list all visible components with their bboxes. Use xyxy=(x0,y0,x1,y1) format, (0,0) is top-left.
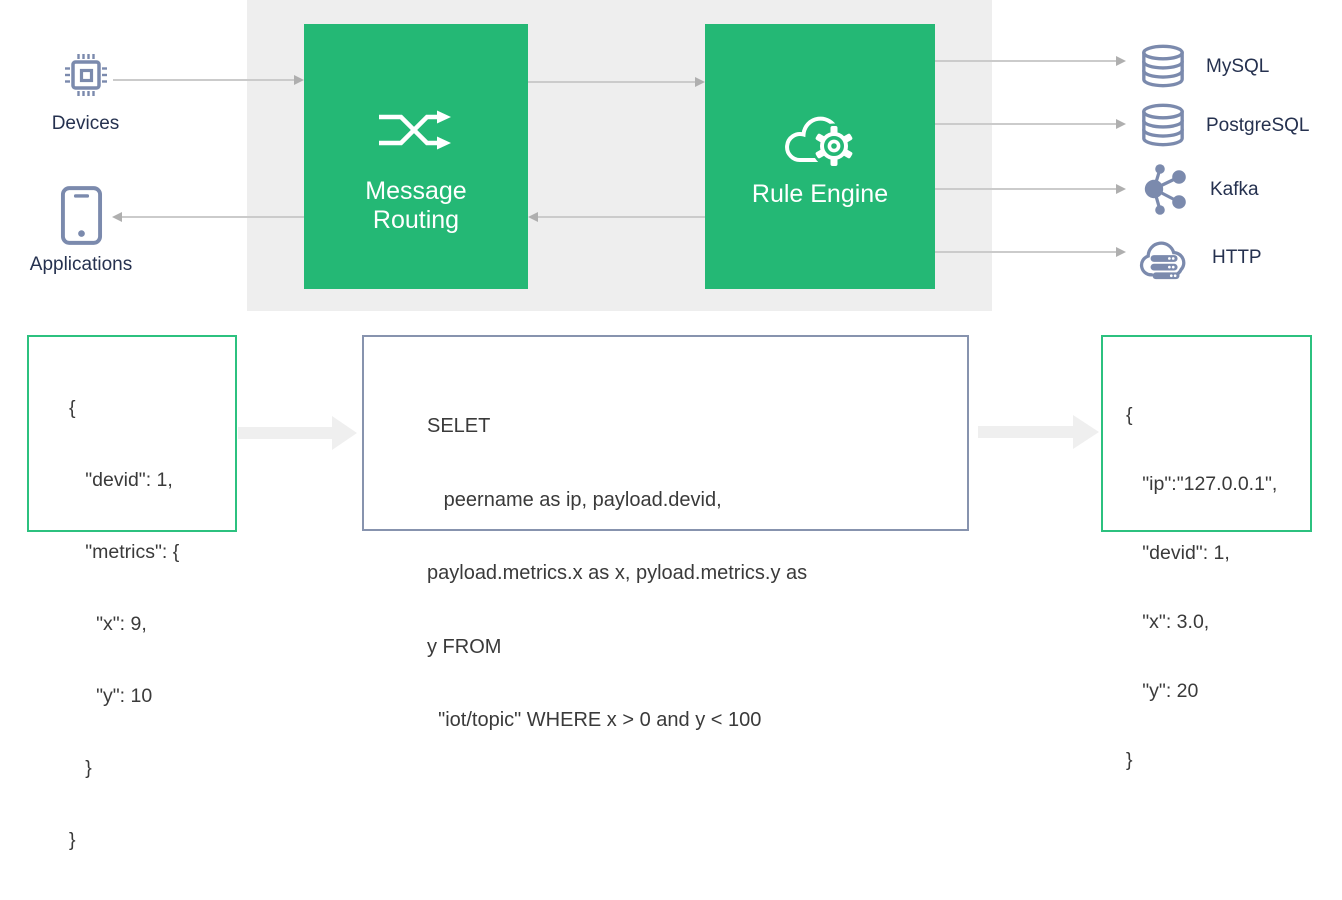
code-line: "x": 3.0, xyxy=(1126,611,1210,633)
code-line: } xyxy=(1126,749,1133,771)
http-label: HTTP xyxy=(1212,246,1262,268)
message-routing-label-line1: Message xyxy=(365,177,467,205)
diagram-canvas: { "palette": { "pipeline_green": "#24B87… xyxy=(20,0,1312,851)
code-line: "y": 10 xyxy=(69,685,153,707)
sink-postgresql: PostgreSQL xyxy=(1137,102,1310,148)
http-cloud-icon xyxy=(1139,241,1186,280)
node-applications: Applications xyxy=(20,185,142,275)
devices-label: Devices xyxy=(51,113,120,134)
arrowhead-right-icon xyxy=(1116,184,1126,194)
code-line: { xyxy=(69,397,76,419)
message-routing-label-line2: Routing xyxy=(372,206,460,234)
postgresql-label: PostgreSQL xyxy=(1206,114,1310,136)
code-line: "x": 9, xyxy=(69,613,147,635)
rule-sql-code: SELET peername as ip, payload.devid, pay… xyxy=(364,337,967,782)
chip-icon xyxy=(64,54,107,96)
code-line: "metrics": { xyxy=(69,541,180,563)
code-line: payload.metrics.x as x, pyload.metrics.y… xyxy=(427,562,808,584)
output-message-box: { "ip":"127.0.0.1", "devid": 1, "x": 3.0… xyxy=(1101,335,1312,771)
thick-arrow-sql-to-output xyxy=(978,415,1099,449)
kafka-icon xyxy=(1144,164,1186,215)
arrow-devices-to-routing xyxy=(113,75,304,85)
rule-sql-box: SELET peername as ip, payload.devid, pay… xyxy=(362,335,969,731)
code-line: } xyxy=(69,829,76,851)
sink-http: HTTP xyxy=(1137,231,1262,283)
arrow-routing-to-rule-engine xyxy=(528,77,705,87)
code-line: } xyxy=(69,757,92,779)
sink-kafka: Kafka xyxy=(1139,160,1259,218)
message-routing-label: Message Routing xyxy=(304,177,528,235)
arrow-rule-engine-to-routing xyxy=(528,212,705,222)
code-line: "devid": 1, xyxy=(1126,542,1230,564)
arrow-rule-engine-to-postgresql xyxy=(935,119,1126,129)
arrowhead-left-icon xyxy=(112,212,122,222)
rule-engine-box: Rule Engine xyxy=(705,24,935,289)
database-icon xyxy=(1142,103,1184,147)
node-devices: Devices xyxy=(28,47,143,134)
code-line: "y": 20 xyxy=(1126,680,1199,702)
code-line: { xyxy=(1126,404,1133,426)
arrow-rule-engine-to-mysql xyxy=(935,56,1126,66)
arrowhead-right-icon xyxy=(294,75,304,85)
code-line: "ip":"127.0.0.1", xyxy=(1126,473,1278,495)
arrow-rule-engine-to-http xyxy=(935,247,1126,257)
arrow-routing-to-applications xyxy=(112,212,304,222)
arrowhead-left-icon xyxy=(528,212,538,222)
sink-mysql: MySQL xyxy=(1137,43,1269,89)
input-message-box: { "devid": 1, "metrics": { "x": 9, "y": … xyxy=(27,335,237,851)
thick-arrow-input-to-sql xyxy=(238,416,357,450)
code-line: SELET xyxy=(427,415,491,437)
output-message-code: { "ip":"127.0.0.1", "devid": 1, "x": 3.0… xyxy=(1103,337,1310,818)
code-line: "devid": 1, xyxy=(69,469,173,491)
database-icon xyxy=(1142,44,1184,88)
arrowhead-right-icon xyxy=(1116,119,1126,129)
applications-label: Applications xyxy=(29,254,133,275)
arrowhead-right-icon xyxy=(1116,247,1126,257)
code-line: peername as ip, payload.devid, xyxy=(427,488,722,511)
arrowhead-right-icon xyxy=(1116,56,1126,66)
shuffle-icon xyxy=(379,110,451,150)
smartphone-icon xyxy=(60,186,102,245)
rule-engine-label: Rule Engine xyxy=(751,180,889,208)
arrowhead-right-icon xyxy=(695,77,705,87)
mysql-label: MySQL xyxy=(1206,55,1270,77)
message-routing-box: Message Routing xyxy=(304,24,528,289)
arrow-rule-engine-to-kafka xyxy=(935,184,1126,194)
input-message-code: { "devid": 1, "metrics": { "x": 9, "y": … xyxy=(29,337,235,900)
code-line: y FROM xyxy=(427,635,502,658)
code-line: "iot/topic" WHERE x > 0 and y < 100 xyxy=(427,709,762,731)
kafka-label: Kafka xyxy=(1210,178,1259,200)
cloud-gear-icon xyxy=(785,116,857,169)
